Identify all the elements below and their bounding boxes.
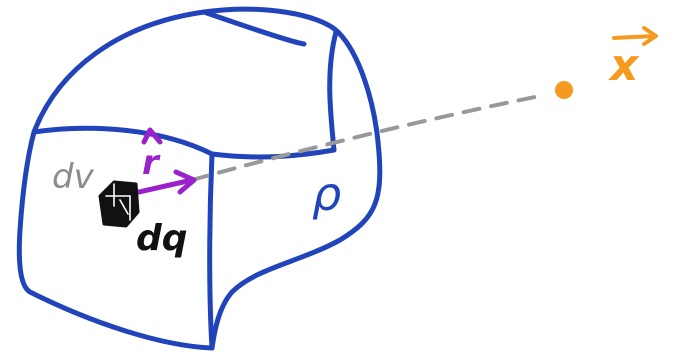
separation-label: r xyxy=(142,143,161,183)
field-point-dot xyxy=(555,81,573,99)
volume-element-label: dv xyxy=(52,157,95,197)
density-label: ρ xyxy=(312,167,341,221)
line-of-sight-dashed xyxy=(192,95,545,180)
caret-hat-icon xyxy=(144,130,160,142)
charge-element-cube xyxy=(100,182,138,226)
field-point-label: x xyxy=(608,40,640,91)
charge-element-label: dq xyxy=(136,218,188,259)
